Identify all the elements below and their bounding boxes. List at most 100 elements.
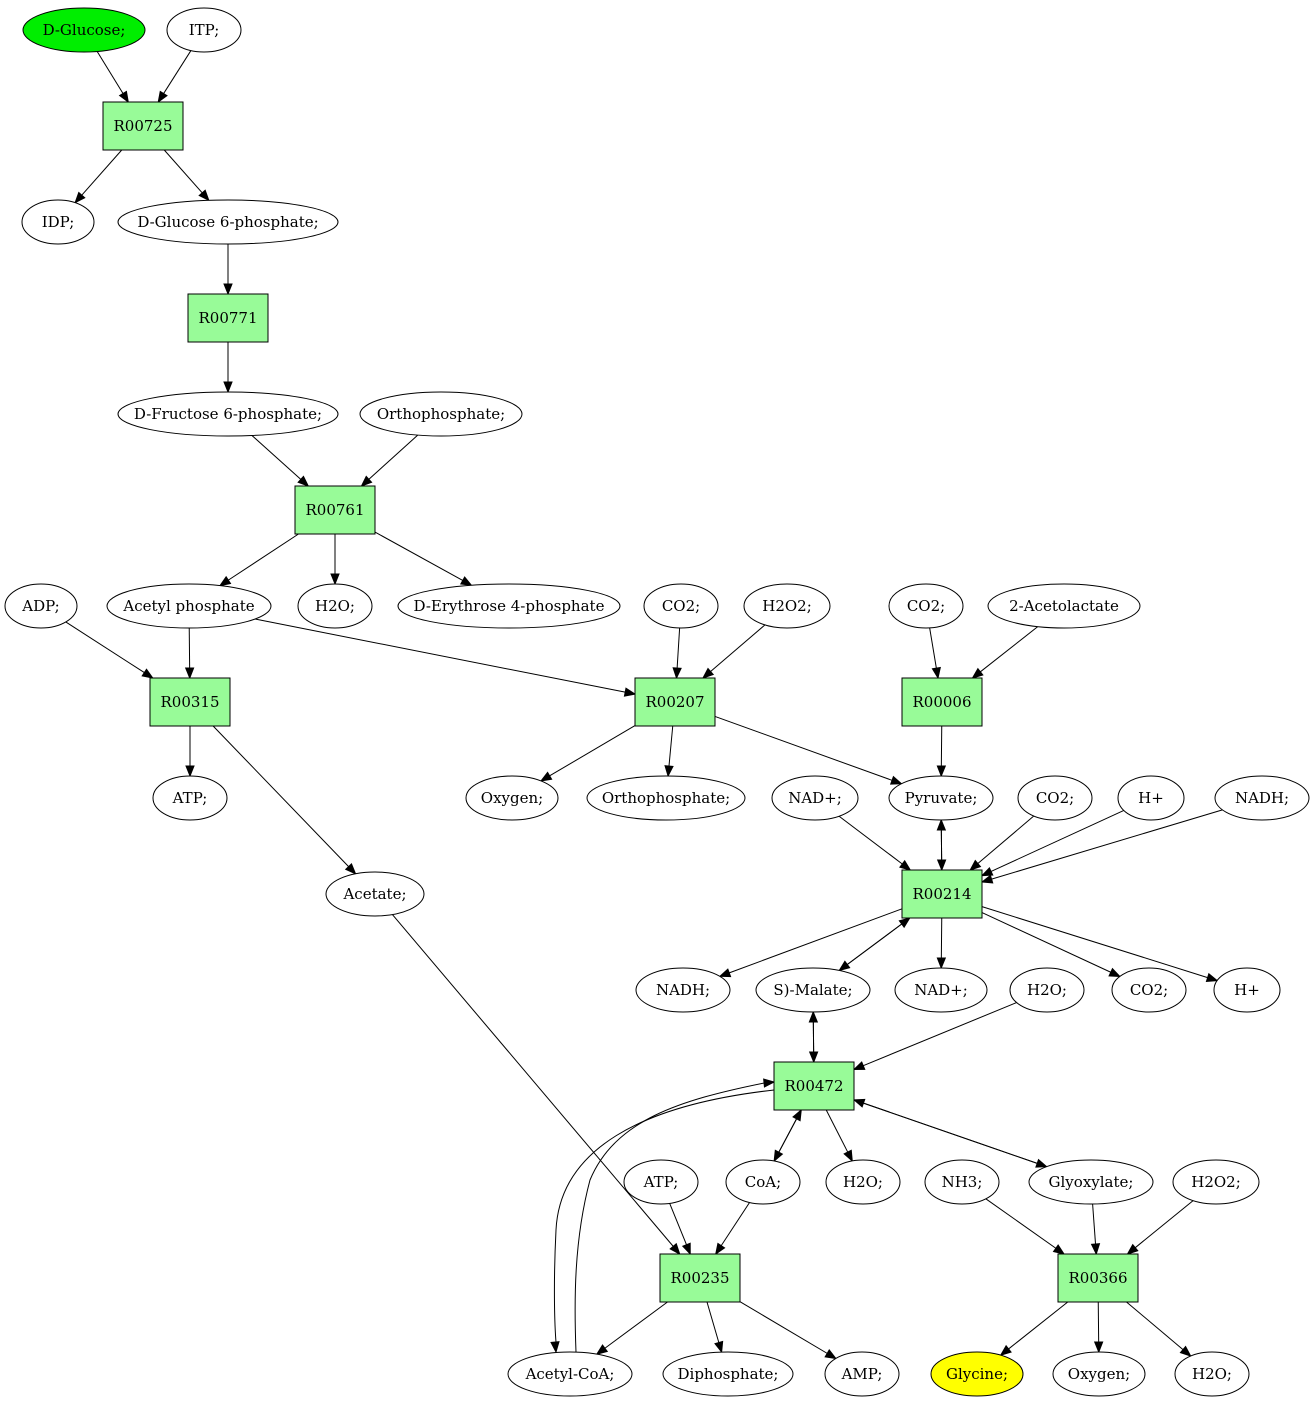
reaction-node-r00315: R00315 [149, 677, 231, 727]
edge-adp-to-r00315 [65, 621, 154, 679]
node-label: Orthophosphate; [602, 789, 730, 807]
arrowhead [157, 90, 168, 104]
edge-acetylp-to-r00315 [184, 627, 195, 680]
arrowhead [297, 475, 310, 487]
edge-r00214-to-co2_d [981, 912, 1122, 978]
arrowhead [198, 189, 210, 202]
node-label: R00207 [645, 693, 704, 711]
node-label: R00771 [198, 309, 257, 327]
compound-node-acetylp: Acetyl phosphate [106, 583, 272, 629]
arrowhead [936, 957, 947, 970]
arrowhead [664, 765, 674, 778]
node-label: Acetyl-CoA; [525, 1365, 615, 1383]
compound-ellipse [888, 583, 964, 629]
node-label: H2O; [315, 597, 355, 615]
compound-node-f6p: D-Fructose 6-phosphate; [117, 391, 339, 437]
compound-ellipse [117, 391, 339, 437]
edge-line [81, 149, 123, 196]
arrowhead [1090, 1243, 1101, 1256]
reaction-box [901, 677, 983, 727]
edge-line [604, 1301, 668, 1349]
arrowhead [1179, 1345, 1192, 1357]
arrowhead [185, 765, 195, 778]
edge-line [163, 50, 192, 94]
edge-line [838, 923, 903, 971]
edge-glyoxylate-to-r00472 [852, 1098, 1047, 1168]
edge-r00761-to-h2o_a [330, 534, 340, 586]
reaction-box [634, 677, 716, 727]
node-label: D-Glucose 6-phosphate; [137, 213, 318, 231]
node-label: Orthophosphate; [377, 405, 505, 423]
arrowhead [931, 666, 941, 680]
edge-itp-to-r00725 [157, 50, 192, 104]
arrowhead [669, 1242, 681, 1256]
node-label: CO2; [1130, 981, 1168, 999]
compound-node-coa: CoA; [725, 1159, 801, 1205]
edge-line [720, 1202, 750, 1246]
arrowhead [715, 1242, 726, 1256]
reaction-node-r00235: R00235 [659, 1253, 741, 1303]
compound-ellipse [643, 583, 719, 629]
edge-nadp_a-to-r00214 [838, 815, 912, 871]
arrowhead [539, 771, 553, 782]
node-label: H2O; [1192, 1365, 1232, 1383]
compound-ellipse [623, 1159, 699, 1205]
arrowhead [1205, 972, 1219, 982]
edge-glucose-to-r00725 [96, 51, 129, 104]
arrowhead [701, 667, 715, 679]
compound-ellipse [743, 583, 831, 629]
edge-line [549, 725, 636, 777]
arrowhead [898, 917, 911, 929]
reaction-box [1057, 1253, 1139, 1303]
compound-ellipse [924, 1159, 1000, 1205]
compound-ellipse [1214, 775, 1310, 821]
edge-f6p-to-r00761 [251, 435, 310, 487]
node-label: H2O; [1027, 981, 1067, 999]
arrowhead [330, 573, 340, 586]
compound-node-ortho1: Orthophosphate; [359, 391, 523, 437]
node-label: Glyoxylate; [1049, 1173, 1134, 1191]
edge-r00214-to-hplus_b [981, 906, 1219, 982]
edge-r00771-to-f6p [223, 342, 233, 394]
compound-ellipse [297, 583, 373, 629]
edge-malate-to-r00214 [838, 917, 911, 971]
node-label: S)-Malate; [773, 981, 852, 999]
compound-ellipse [465, 775, 559, 821]
edge-line [574, 1082, 765, 1353]
compound-node-nadp_b: NAD+; [894, 967, 988, 1013]
node-label: ADP; [21, 597, 59, 615]
compound-ellipse [1174, 1351, 1250, 1397]
edge-r00214-to-nadp_b [936, 917, 947, 970]
compound-node-h2o2_b: H2O2; [1172, 1159, 1260, 1205]
arrowhead [936, 818, 947, 831]
edge-line [739, 1301, 828, 1354]
compound-node-acetolactate: 2-Acetolactate [987, 583, 1141, 629]
arrowhead [141, 668, 154, 679]
edge-co2_c-to-r00214 [969, 815, 1035, 871]
edge-r00207-to-ortho2 [664, 725, 674, 778]
edge-r00472-to-h2o_c [825, 1109, 853, 1163]
edge-coa-to-r00472 [773, 1108, 802, 1162]
arrowhead [852, 1061, 866, 1071]
node-label: H+ [1234, 981, 1260, 999]
edge-line [729, 908, 903, 974]
reaction-node-r00366: R00366 [1057, 1253, 1139, 1303]
edge-line [929, 627, 937, 669]
edge-line [96, 51, 124, 94]
node-label: CO2; [1036, 789, 1074, 807]
compound-ellipse [4, 583, 78, 629]
arrowhead [808, 1010, 819, 1023]
node-label: H2O; [843, 1173, 883, 1191]
edge-line [863, 1002, 1017, 1067]
compound-node-hplus_b: H+ [1213, 967, 1281, 1013]
edge-line [368, 434, 419, 480]
arrowhead [899, 859, 912, 871]
compound-ellipse [1117, 775, 1185, 821]
edge-acetylcoa-to-r00472 [574, 1078, 776, 1353]
edge-acetylp-to-r00207 [254, 618, 637, 697]
edge-nadh_a-to-r00214 [980, 809, 1223, 884]
compound-node-co2_c: CO2; [1017, 775, 1093, 821]
compound-node-atp_b: ATP; [623, 1159, 699, 1205]
